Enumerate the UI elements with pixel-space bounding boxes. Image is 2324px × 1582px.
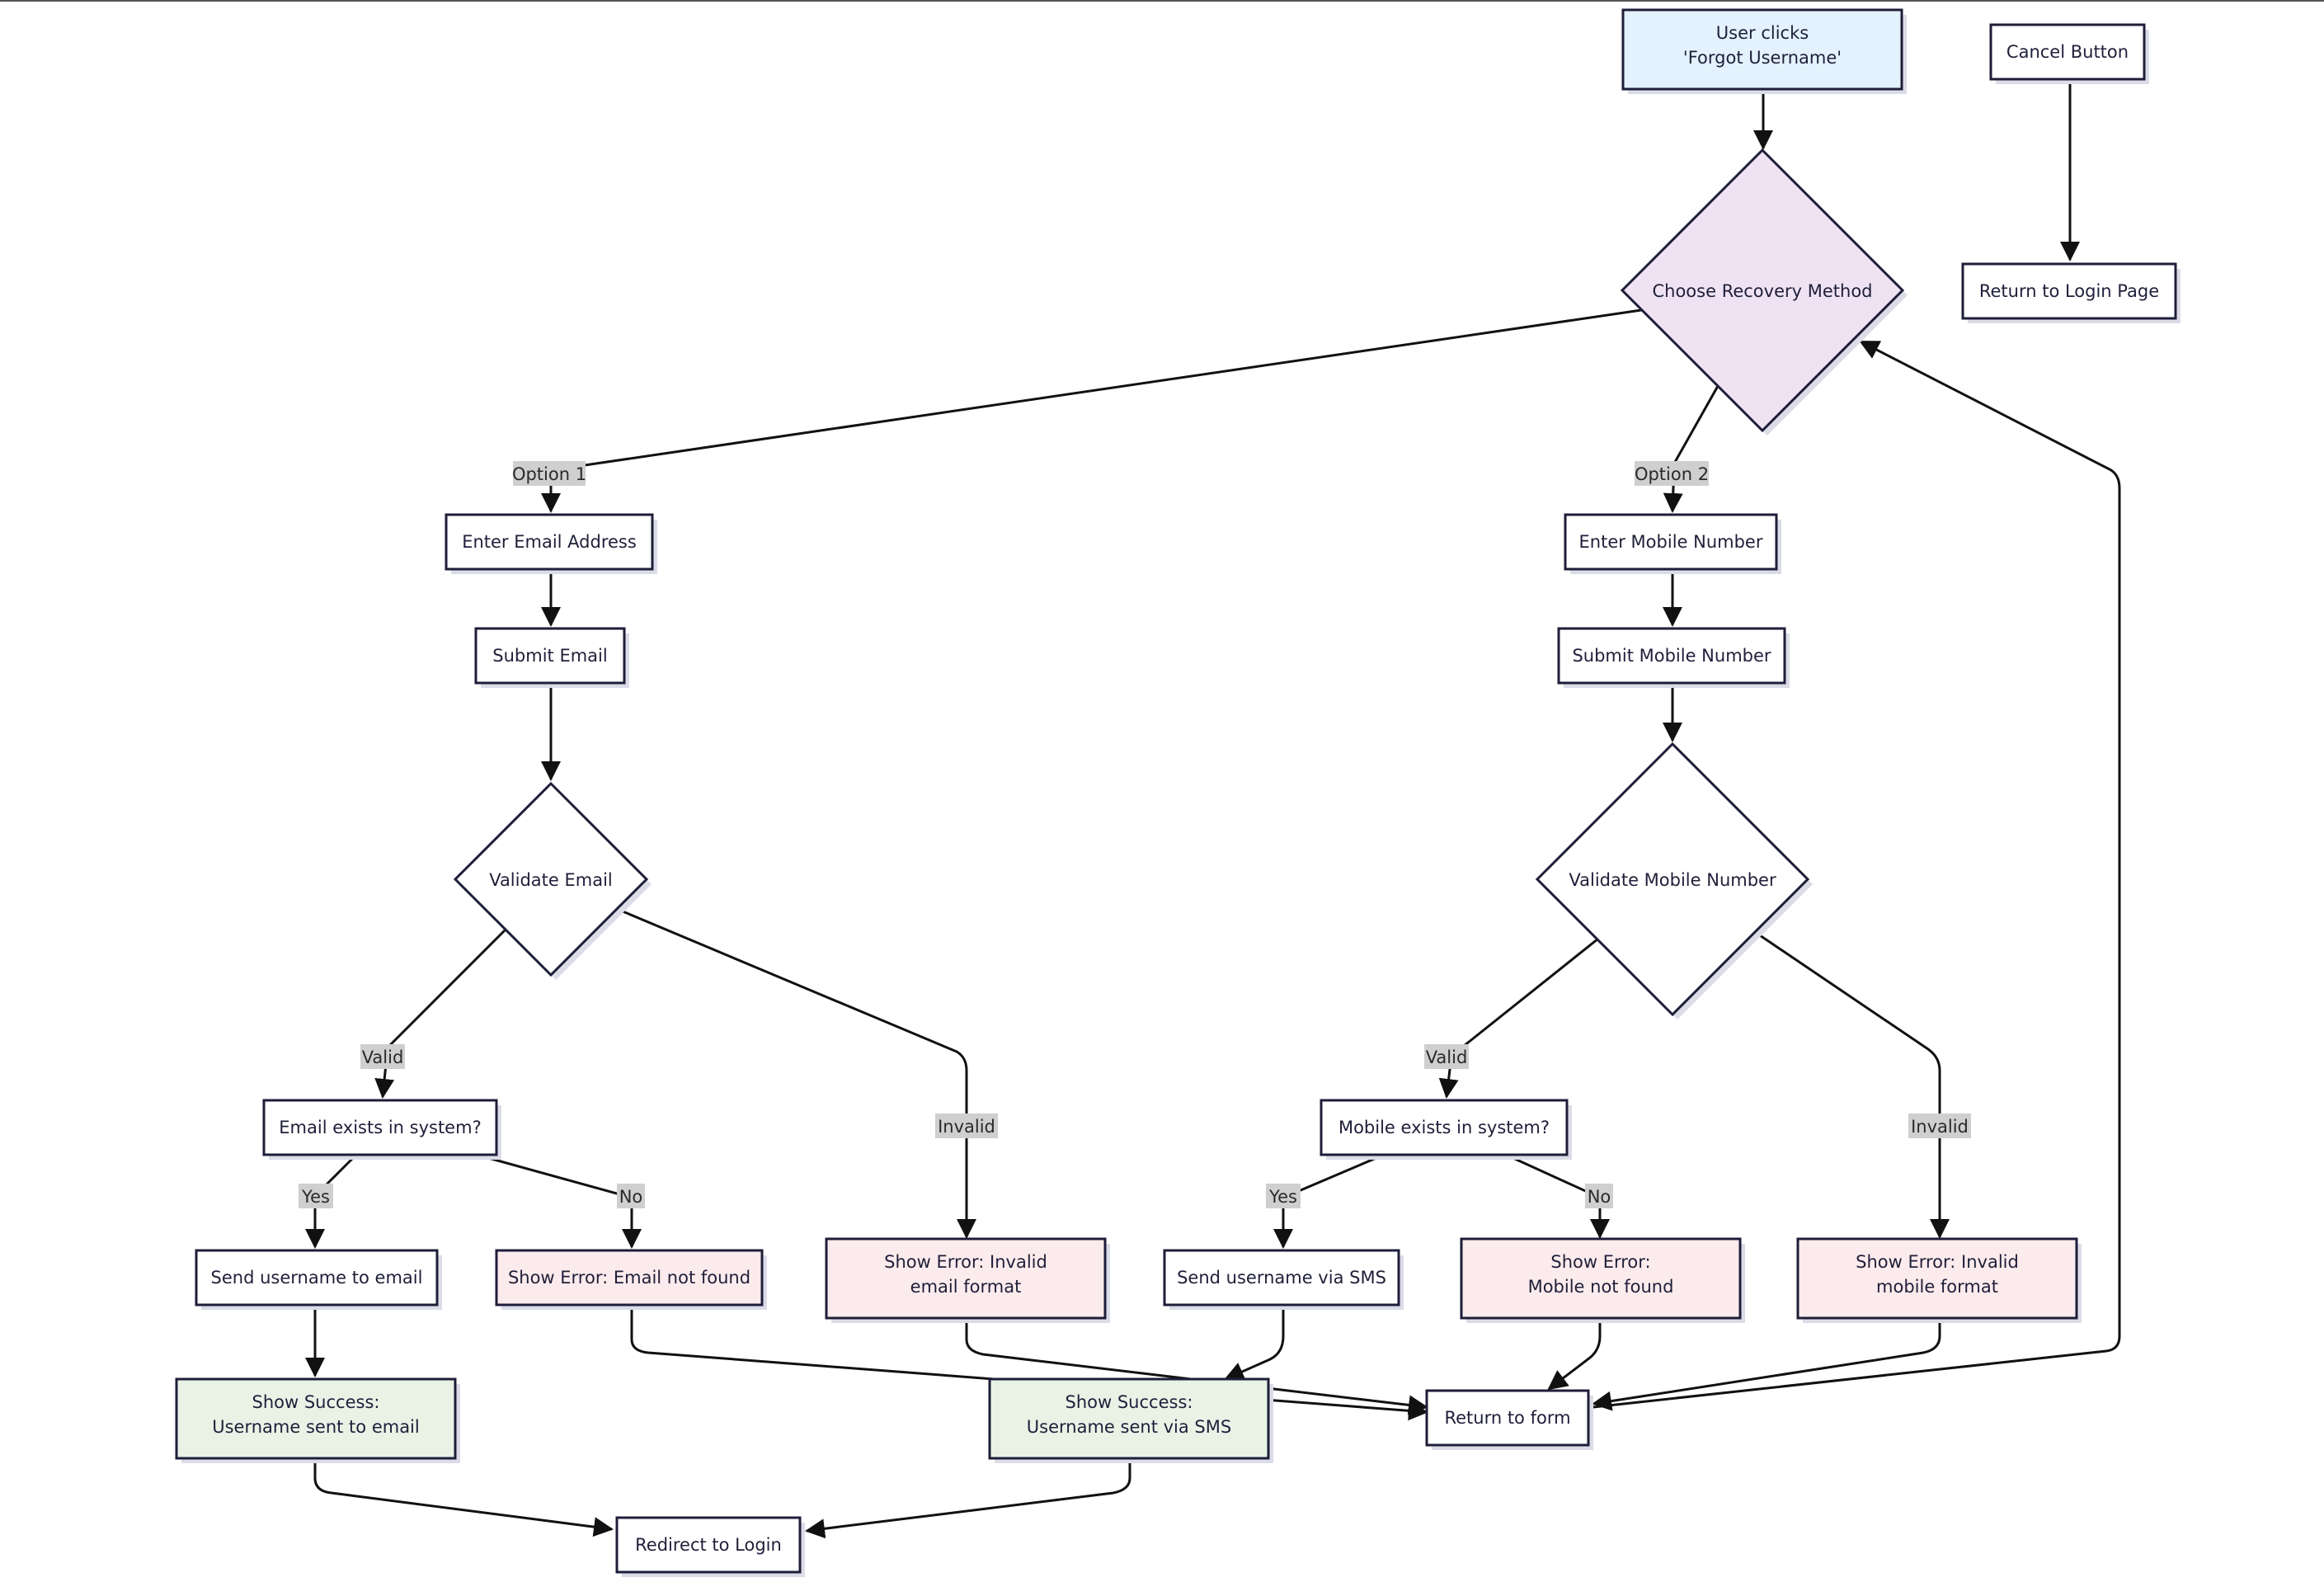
- svg-text:Redirect to Login: Redirect to Login: [635, 1535, 782, 1555]
- node-choose-recovery-method: Choose Recovery Method: [1620, 148, 1908, 436]
- node-cancel-button: Cancel Button: [1989, 23, 2149, 84]
- node-return-to-form: Return to form: [1425, 1389, 1593, 1450]
- svg-text:No: No: [1588, 1187, 1611, 1207]
- node-send-username-email: Send username to email: [195, 1249, 442, 1310]
- edge-validate-mobile-valid: [1438, 937, 1599, 1099]
- svg-text:Send username via SMS: Send username via SMS: [1177, 1268, 1386, 1288]
- edge-label-option2: Option 2: [1635, 461, 1709, 486]
- svg-text:Show Error: Email not found: Show Error: Email not found: [508, 1268, 750, 1288]
- node-redirect-to-login: Redirect to Login: [615, 1516, 805, 1577]
- edge-choose-to-enter-mobile: [1663, 385, 1719, 513]
- node-error-email-not-found: Show Error: Email not found: [495, 1249, 767, 1310]
- edge-email-exists-no: [476, 1153, 642, 1249]
- svg-text:Invalid: Invalid: [1911, 1117, 1969, 1137]
- edge-err-mobile-nf-to-form: [1547, 1320, 1602, 1391]
- node-error-mobile-not-found: Show Error:Mobile not found: [1460, 1237, 1745, 1323]
- node-success-email: Show Success:Username sent to email: [175, 1377, 460, 1463]
- node-submit-email: Submit Email: [474, 627, 629, 688]
- node-enter-mobile: Enter Mobile Number: [1564, 513, 1781, 574]
- node-mobile-exists: Mobile exists in system?: [1320, 1099, 1572, 1160]
- svg-text:Return to form: Return to form: [1444, 1408, 1570, 1428]
- edge-label-mobile-no: No: [1585, 1184, 1613, 1208]
- svg-text:Show Success:Username sent to: Show Success:Username sent to email: [212, 1392, 419, 1437]
- svg-text:Yes: Yes: [301, 1187, 330, 1207]
- svg-text:Validate Email: Validate Email: [489, 870, 613, 890]
- node-success-sms: Show Success:Username sent via SMS: [988, 1377, 1273, 1463]
- node-validate-mobile: Validate Mobile Number: [1535, 742, 1813, 1019]
- edge-err-email-fmt-to-form: [965, 1320, 1428, 1415]
- edge-choose-to-enter-email: [541, 308, 1642, 513]
- edge-success-email-to-redirect: [313, 1460, 614, 1537]
- svg-text:Option 1: Option 1: [512, 464, 586, 484]
- edge-label-mobile-valid: Valid: [1424, 1044, 1469, 1069]
- edge-label-email-no: No: [617, 1184, 645, 1208]
- edge-success-sms-to-redirect: [805, 1460, 1131, 1539]
- svg-text:Validate Mobile Number: Validate Mobile Number: [1569, 870, 1776, 890]
- node-start: User clicks'Forgot Username': [1621, 8, 1907, 94]
- edge-label-email-valid: Valid: [360, 1044, 405, 1069]
- edge-form-to-choose: [1592, 340, 2121, 1409]
- edge-validate-email-valid: [374, 929, 506, 1099]
- svg-text:Submit Email: Submit Email: [492, 646, 607, 666]
- edge-err-mobile-fmt-to-form: [1592, 1320, 1941, 1411]
- node-email-exists: Email exists in system?: [262, 1099, 501, 1160]
- node-validate-email: Validate Email: [453, 781, 652, 980]
- node-enter-email: Enter Email Address: [445, 513, 657, 574]
- svg-text:Cancel Button: Cancel Button: [2006, 42, 2129, 62]
- svg-text:Show Error:Mobile not found: Show Error:Mobile not found: [1528, 1252, 1674, 1297]
- svg-text:Invalid: Invalid: [938, 1117, 995, 1137]
- edge-validate-email-invalid: [616, 907, 976, 1239]
- svg-text:Yes: Yes: [1268, 1187, 1297, 1207]
- edge-label-mobile-invalid: Invalid: [1908, 1114, 1971, 1138]
- svg-text:Show Success:Username sent via: Show Success:Username sent via SMS: [1027, 1392, 1231, 1437]
- edge-label-mobile-yes: Yes: [1266, 1184, 1301, 1208]
- svg-text:Choose Recovery Method: Choose Recovery Method: [1652, 281, 1872, 301]
- svg-text:No: No: [619, 1187, 643, 1207]
- edge-label-email-yes: Yes: [299, 1184, 333, 1208]
- edge-send-sms-to-success: [1224, 1307, 1285, 1382]
- edge-label-email-invalid: Invalid: [935, 1114, 998, 1138]
- edge-err-email-nf-to-form: [630, 1307, 1428, 1421]
- node-send-username-sms: Send username via SMS: [1163, 1249, 1404, 1310]
- edge-validate-mobile-invalid: [1754, 930, 1950, 1239]
- svg-text:Enter Email Address: Enter Email Address: [462, 532, 637, 552]
- svg-text:Valid: Valid: [362, 1048, 404, 1067]
- svg-text:Send username to email: Send username to email: [211, 1268, 423, 1288]
- node-submit-mobile: Submit Mobile Number: [1557, 627, 1790, 688]
- svg-text:Submit Mobile Number: Submit Mobile Number: [1572, 646, 1771, 666]
- svg-text:Email exists in system?: Email exists in system?: [279, 1118, 481, 1137]
- svg-text:Mobile exists in system?: Mobile exists in system?: [1338, 1118, 1550, 1137]
- svg-text:User clicks'Forgot Username': User clicks'Forgot Username': [1683, 23, 1842, 68]
- edge-label-option1: Option 1: [512, 461, 586, 486]
- svg-text:Option 2: Option 2: [1635, 464, 1709, 484]
- svg-text:Valid: Valid: [1426, 1048, 1468, 1067]
- node-return-login-page: Return to Login Page: [1961, 262, 2181, 323]
- svg-text:Return to Login Page: Return to Login Page: [1979, 281, 2159, 301]
- svg-text:Enter Mobile Number: Enter Mobile Number: [1579, 532, 1763, 552]
